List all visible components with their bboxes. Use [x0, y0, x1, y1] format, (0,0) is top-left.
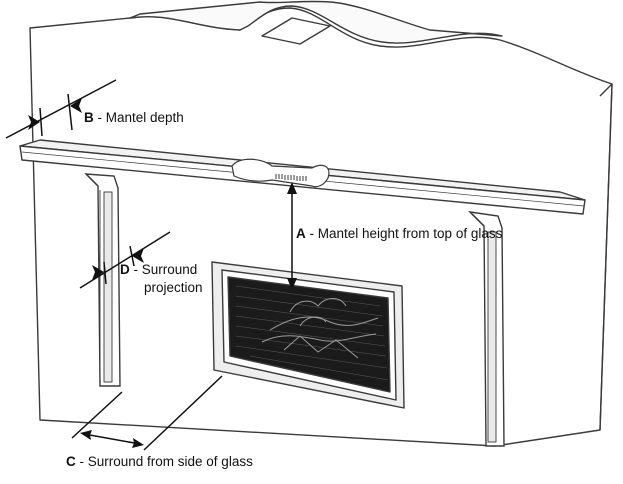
label-d: D - Surround [120, 262, 197, 277]
right-pilaster [468, 211, 505, 447]
dimension-d [79, 231, 171, 289]
mantel-corbel [231, 158, 330, 188]
wall-right-edge [599, 83, 613, 431]
log-set [261, 298, 379, 359]
fireplace-glass [227, 276, 391, 393]
label-c: C - Surround from side of glass [66, 454, 253, 469]
wall-cutout [261, 17, 331, 45]
wall [29, 0, 613, 447]
dimension-c [71, 375, 223, 451]
wall-back-plane [129, 0, 503, 44]
label-b: B - Mantel depth [84, 110, 184, 125]
vent-grille [275, 174, 307, 181]
left-pilaster [84, 173, 121, 387]
dimension-a [287, 182, 297, 290]
label-a: A - Mantel height from top of glass [296, 226, 503, 241]
dimension-b [5, 79, 117, 139]
fireplace-unit [211, 261, 405, 409]
label-d-line2: projection [144, 280, 203, 295]
mantel-shelf [19, 139, 586, 215]
